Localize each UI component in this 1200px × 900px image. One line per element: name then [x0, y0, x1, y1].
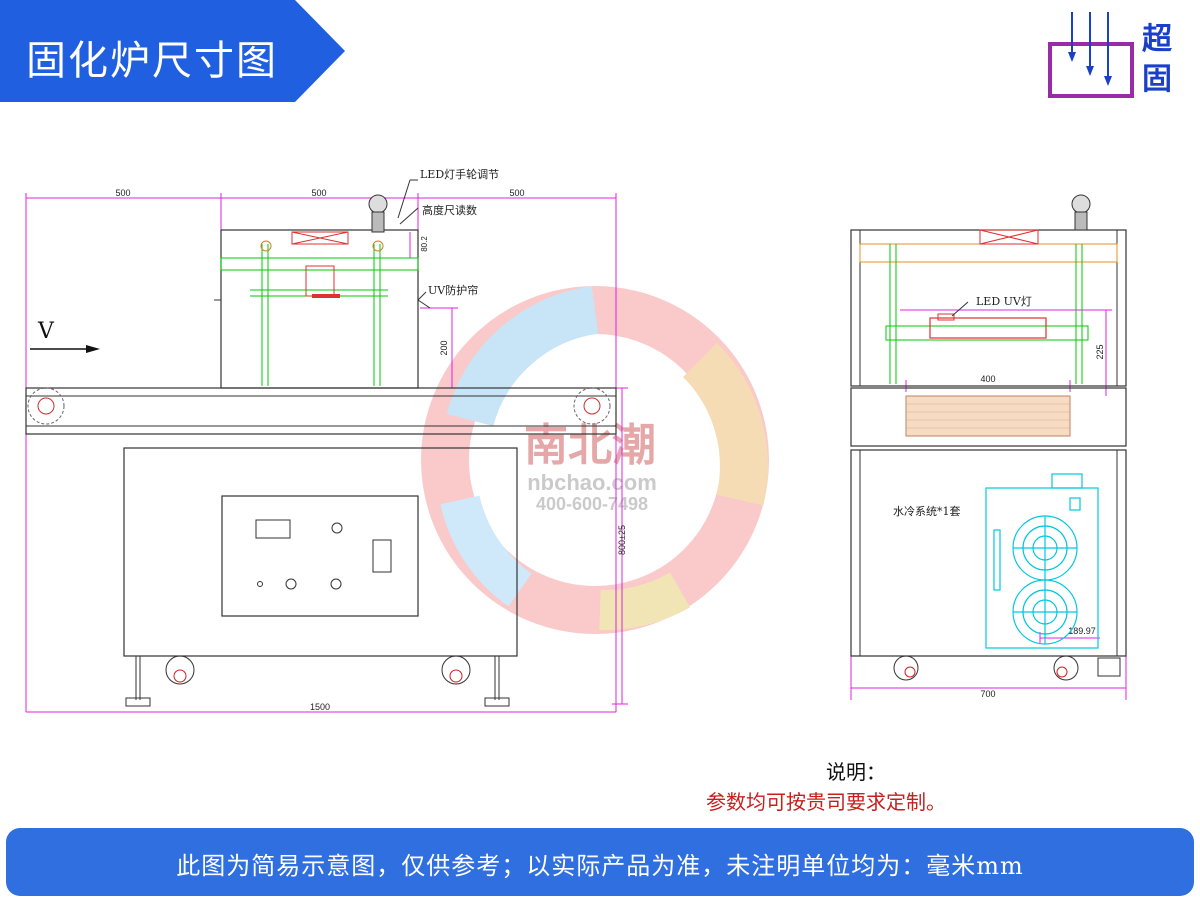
dim-front-curtain: 200 — [439, 340, 449, 355]
dim-front-top-left: 500 — [115, 188, 130, 198]
dim-side-width: 700 — [980, 689, 995, 699]
title-banner: 固化炉尺寸图 — [0, 0, 345, 102]
watermark: 南北潮 nbchao.com 400-600-7498 — [421, 286, 769, 634]
logo-char-2: 固 — [1142, 62, 1172, 97]
dim-side-lamp-height: 225 — [1095, 344, 1105, 359]
watermark-name: 南北潮 — [524, 420, 656, 471]
label-led-uv: LED UV灯 — [976, 295, 1032, 308]
dim-front-bottom: 1500 — [310, 702, 330, 712]
notes-title: 说明： — [826, 760, 886, 784]
label-curtain: UV防护帘 — [428, 283, 478, 297]
label-height-ruler: 高度尺读数 — [422, 203, 477, 217]
chiller-unit — [985, 473, 1099, 649]
page-title: 固化炉尺寸图 — [26, 38, 278, 84]
dimension-drawing: 南北潮 nbchao.com 400-600-7498 500 500 500 … — [0, 160, 1200, 720]
watermark-phone: 400-600-7498 — [536, 494, 648, 514]
footer-banner: 此图为简易示意图，仅供参考；以实际产品为准，未注明单位均为：毫米mm — [6, 828, 1194, 896]
drawing-svg: 南北潮 nbchao.com 400-600-7498 500 500 500 … — [25, 167, 1127, 713]
label-water-cooling: 水冷系统*1套 — [893, 505, 961, 518]
dim-side-inner: 400 — [980, 374, 995, 384]
footer-text: 此图为简易示意图，仅供参考；以实际产品为准，未注明单位均为：毫米mm — [176, 852, 1024, 880]
logo-char-1: 超 — [1142, 22, 1172, 57]
side-view: 700 400 225 189.97 LED UV灯 — [850, 194, 1127, 700]
dim-side-chiller: 189.97 — [1068, 626, 1096, 636]
dim-front-height: 800±25 — [617, 525, 627, 555]
logo-mark-icon — [1048, 12, 1134, 98]
dim-front-top-mid: 500 — [311, 188, 326, 198]
brand-logo — [1046, 6, 1186, 102]
label-direction: V — [37, 319, 55, 344]
label-led-wheel: LED灯手轮调节 — [420, 167, 499, 181]
front-view: 500 500 500 1500 800±25 200 80.2 — [25, 167, 628, 713]
dim-front-adjust: 80.2 — [420, 236, 429, 252]
notes-body: 参数均可按贵司要求定制。 — [706, 790, 946, 814]
dim-front-top-right: 500 — [509, 188, 524, 198]
watermark-site: nbchao.com — [527, 470, 657, 495]
